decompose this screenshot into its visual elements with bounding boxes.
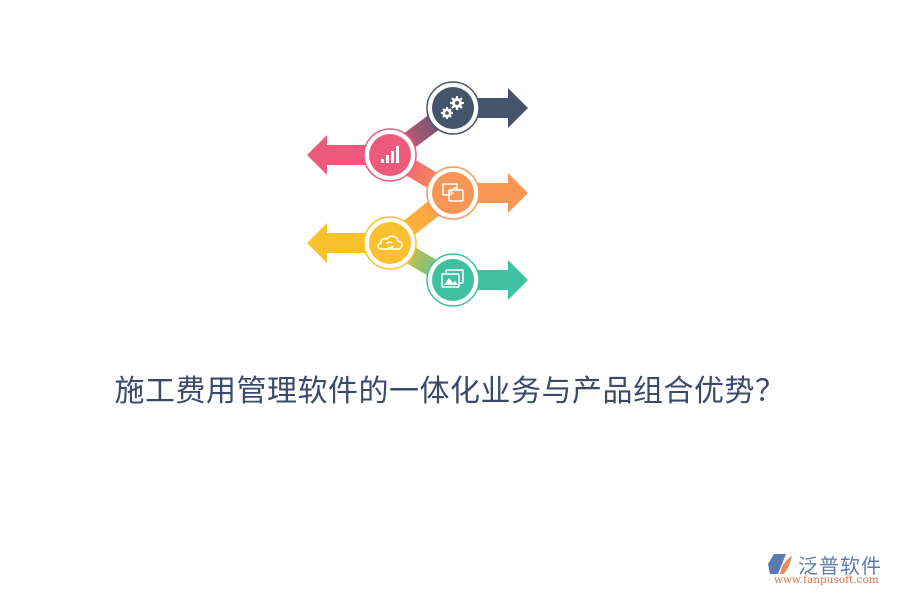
arrow-flow-diagram — [307, 81, 528, 307]
logo-mark-icon — [768, 554, 792, 574]
logo-url: www.fanpusoft.com — [774, 574, 879, 586]
step-5-image-gallery — [426, 253, 528, 307]
wireless-screen-icon — [442, 183, 464, 202]
gears-icon — [441, 96, 464, 119]
arrow-left — [307, 223, 383, 263]
arrow-left — [307, 135, 383, 175]
logo-name: 泛普软件 — [798, 554, 882, 578]
image-gallery-icon — [441, 269, 464, 288]
bar-chart-icon — [381, 146, 399, 163]
cloud-sync-icon — [377, 235, 403, 250]
step-1-gears — [426, 81, 528, 135]
step-3-wireless-screen — [426, 166, 528, 220]
page-title: 施工费用管理软件的一体化业务与产品组合优势？ — [114, 374, 786, 409]
brand-logo: 泛普软件 www.fanpusoft.com — [768, 550, 898, 590]
step-2-bar-chart — [307, 128, 417, 182]
step-4-cloud-sync — [307, 216, 417, 270]
